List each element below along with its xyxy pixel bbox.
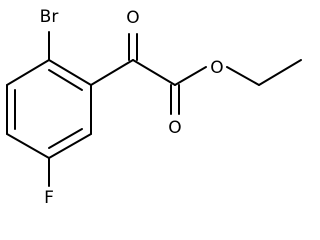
atom-label-ester-oxygen: O bbox=[210, 58, 223, 78]
atom-label-carbonyl-oxygen: O bbox=[168, 118, 181, 138]
ring-double-bond-inner-1 bbox=[48, 69, 83, 91]
bond-ring-ketone-carbon bbox=[90, 59, 134, 86]
ring-bond-c4-c5 bbox=[6, 133, 50, 159]
ring-double-bond-inner-2 bbox=[48, 128, 83, 149]
bond-ethyl-ch2-ch3 bbox=[258, 59, 302, 86]
bond-ketone-ester-carbon bbox=[132, 59, 176, 86]
atom-label-fluorine: F bbox=[44, 188, 54, 208]
ring-bond-c1-c2 bbox=[48, 59, 92, 86]
atom-label-ketone-oxygen: O bbox=[126, 8, 139, 28]
bond-ester-carbon-oxygen bbox=[174, 66, 207, 86]
benzene-ring bbox=[6, 59, 92, 159]
chemical-structure-diagram: Br F O O O bbox=[6, 7, 302, 208]
bond-ester-oxygen-ch2 bbox=[226, 66, 260, 86]
ring-bond-c6-c1 bbox=[6, 59, 50, 86]
atom-label-bromine: Br bbox=[40, 7, 59, 27]
ring-bond-c3-c4 bbox=[48, 133, 92, 159]
